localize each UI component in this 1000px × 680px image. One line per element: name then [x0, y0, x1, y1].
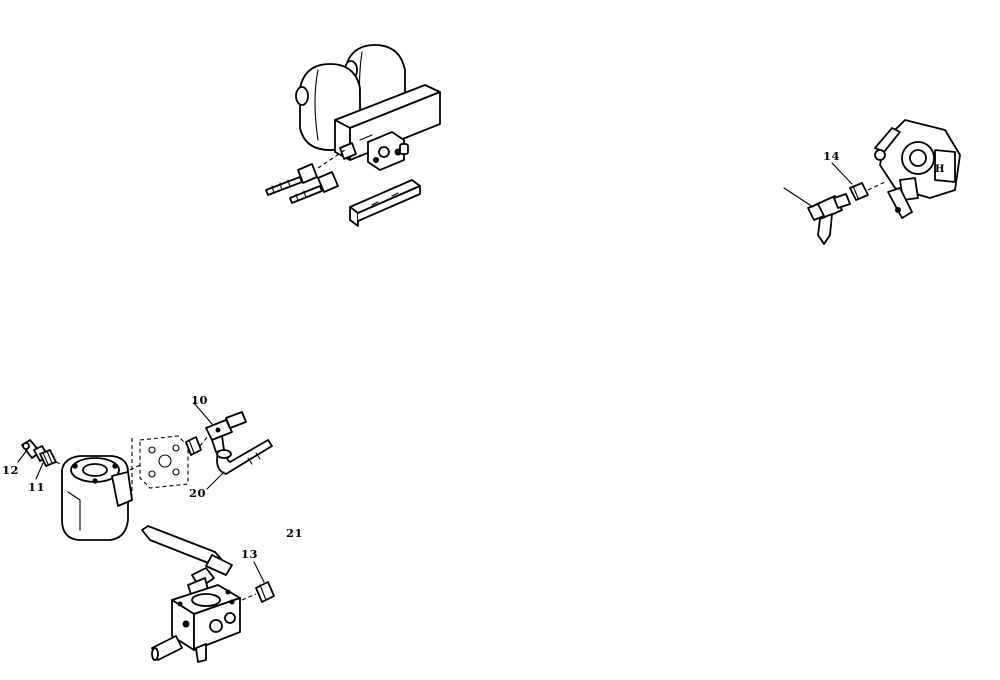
accumulator-assembly [265, 44, 441, 227]
callout-12: 12 [2, 463, 19, 477]
hand-pump-body [61, 455, 141, 541]
callout-14: 14 [823, 149, 840, 163]
callout-10: 10 [191, 393, 208, 407]
gasket-plate [131, 435, 189, 500]
callout-11: 11 [28, 480, 45, 494]
callout-20: 20 [189, 486, 206, 500]
fittings-11-12 [17, 439, 71, 480]
callout-21: 21 [286, 526, 303, 540]
pipe-20 [206, 439, 273, 490]
pump-assembly: H [783, 119, 961, 245]
svg-text:H: H [935, 164, 945, 175]
lever-valve-assembly [141, 525, 275, 663]
fitting-10 [185, 402, 247, 456]
callout-13: 13 [241, 547, 258, 561]
